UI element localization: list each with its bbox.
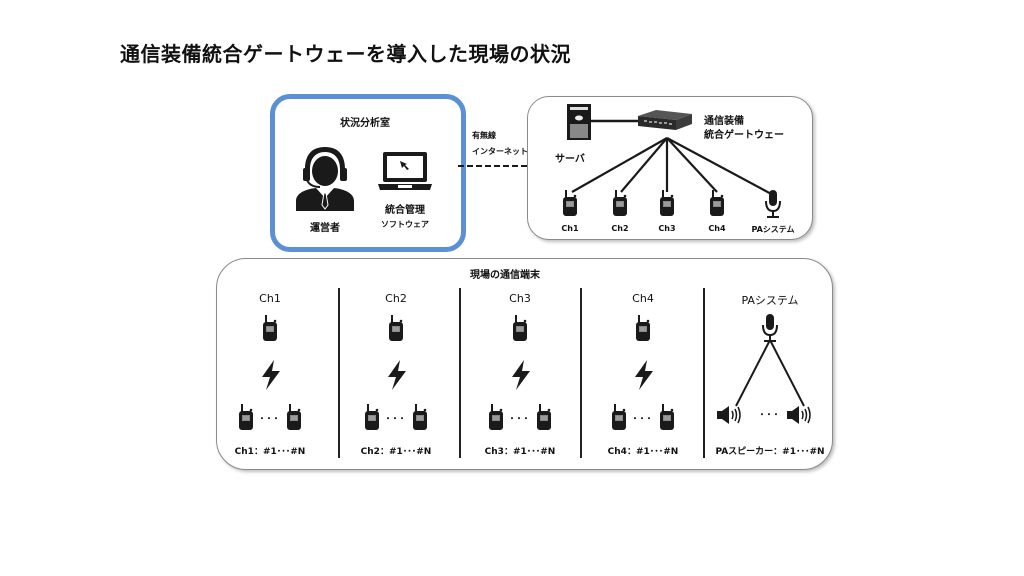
- field-devices-heading: 現場の通信端末: [470, 270, 540, 281]
- operator-icon: [296, 147, 354, 211]
- lightning-icon: [512, 360, 530, 390]
- server-icon: [567, 104, 591, 140]
- gateway-device-icon: [638, 110, 692, 130]
- source-radio-icon: [513, 315, 527, 341]
- ellipsis: ･･･: [632, 414, 654, 425]
- field-column-header: Ch4: [632, 292, 654, 305]
- ellipsis: ･･･: [759, 410, 781, 421]
- gateway-endpoint-label: Ch3: [658, 224, 676, 233]
- column-divider: [703, 288, 705, 458]
- receiver-radio-icon: [660, 404, 674, 430]
- gateway-label-line1: 通信装備: [704, 116, 744, 127]
- source-radio-icon: [636, 315, 650, 341]
- fanout-line-pa: [666, 137, 776, 197]
- link-label-line1: 有無線: [472, 131, 496, 140]
- link-label-line2: インターネット: [472, 147, 528, 156]
- gateway-label-line2: 統合ゲートウェー: [704, 130, 784, 141]
- receiver-radio-icon: [239, 404, 253, 430]
- microphone-icon: [765, 190, 781, 218]
- fanout-line-ch2: [620, 137, 668, 193]
- ellipsis: ･･･: [509, 414, 531, 425]
- analysis-room-panel: [270, 94, 466, 252]
- gateway-endpoint-label: Ch4: [708, 224, 726, 233]
- pa-speaker-icon: [717, 406, 741, 424]
- field-column-footer: Ch1：#1･･･#N: [234, 447, 306, 457]
- field-column-header: Ch2: [385, 292, 407, 305]
- gateway-endpoint-label: Ch1: [561, 224, 579, 233]
- column-divider: [459, 288, 461, 458]
- pa-speaker-icon: [787, 406, 811, 424]
- ellipsis: ･･･: [385, 414, 407, 425]
- radio-icon: [710, 190, 724, 216]
- receiver-radio-icon: [612, 404, 626, 430]
- field-column-header: Ch1: [259, 292, 281, 305]
- receiver-radio-icon: [413, 404, 427, 430]
- field-devices-panel: [216, 258, 833, 470]
- receiver-radio-icon: [489, 404, 503, 430]
- page-title: 通信装備統合ゲートウェーを導入した現場の状況: [120, 42, 571, 66]
- field-column-footer: PAスピーカー：#1･･･#N: [715, 447, 825, 457]
- lightning-icon: [262, 360, 280, 390]
- receiver-radio-icon: [537, 404, 551, 430]
- radio-icon: [660, 190, 674, 216]
- radio-icon: [563, 190, 577, 216]
- pa-distribution-lines: [735, 339, 805, 407]
- receiver-radio-icon: [365, 404, 379, 430]
- laptop-icon: [378, 152, 432, 190]
- gateway-endpoint-label: PAシステム: [751, 225, 795, 234]
- software-label-line1: 統合管理: [385, 205, 425, 216]
- column-divider: [580, 288, 582, 458]
- gateway-endpoint-label: Ch2: [611, 224, 629, 233]
- gateway-fanout-lines: [571, 137, 776, 197]
- fanout-line-ch4: [666, 137, 718, 193]
- receiver-radio-icon: [287, 404, 301, 430]
- analysis-room-heading: 状況分析室: [340, 118, 390, 129]
- source-radio-icon: [263, 315, 277, 341]
- field-column-footer: Ch2：#1･･･#N: [360, 447, 432, 457]
- software-label-line2: ソフトウェア: [381, 220, 429, 229]
- operator-label: 運営者: [310, 223, 340, 234]
- column-divider: [338, 288, 340, 458]
- network-link-dashed-line: [458, 165, 530, 167]
- lightning-icon: [388, 360, 406, 390]
- source-radio-icon: [389, 315, 403, 341]
- server-gateway-link: [591, 119, 641, 123]
- field-column-footer: Ch4：#1･･･#N: [607, 447, 679, 457]
- field-column-header: Ch3: [509, 292, 531, 305]
- radio-icon: [613, 190, 627, 216]
- field-column-footer: Ch3：#1･･･#N: [484, 447, 556, 457]
- microphone-icon: [762, 314, 778, 342]
- server-label: サーバ: [555, 154, 585, 165]
- lightning-icon: [635, 360, 653, 390]
- field-column-header: PAシステム: [741, 294, 799, 307]
- ellipsis: ･･･: [259, 414, 281, 425]
- fanout-line-ch1: [571, 137, 668, 193]
